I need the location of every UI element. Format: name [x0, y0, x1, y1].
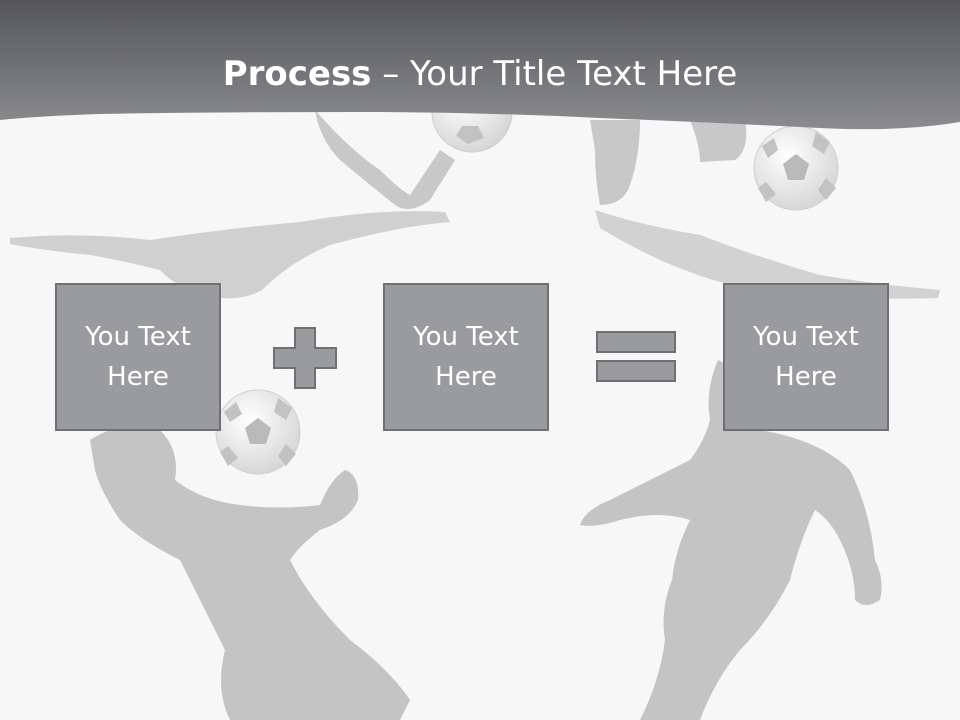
player-silhouette-bottom-right: [580, 360, 882, 720]
equals-icon: [596, 331, 676, 382]
process-box-3[interactable]: You Text Here: [723, 283, 889, 431]
plus-icon: [273, 327, 337, 389]
player-silhouette-top-left: [315, 110, 455, 209]
process-box-2[interactable]: You Text Here: [383, 283, 549, 431]
page-title: Process – Your Title Text Here: [0, 52, 960, 96]
process-box-3-text: You Text Here: [753, 322, 859, 392]
process-box-2-text: You Text Here: [413, 322, 519, 392]
player-shadow-left: [10, 211, 450, 299]
player-shadow-right: [595, 210, 940, 299]
header-band: [0, 0, 960, 130]
player-silhouette-bottom-left: [90, 426, 410, 720]
title-emphasis: Process: [222, 54, 372, 94]
process-box-1-text: You Text Here: [85, 322, 191, 392]
soccer-ball-bottom-left: [215, 389, 301, 475]
process-box-1[interactable]: You Text Here: [55, 283, 221, 431]
title-text: – Your Title Text Here: [371, 54, 738, 94]
player-silhouette-top-right: [590, 120, 747, 205]
soccer-ball-top-right: [753, 125, 839, 211]
